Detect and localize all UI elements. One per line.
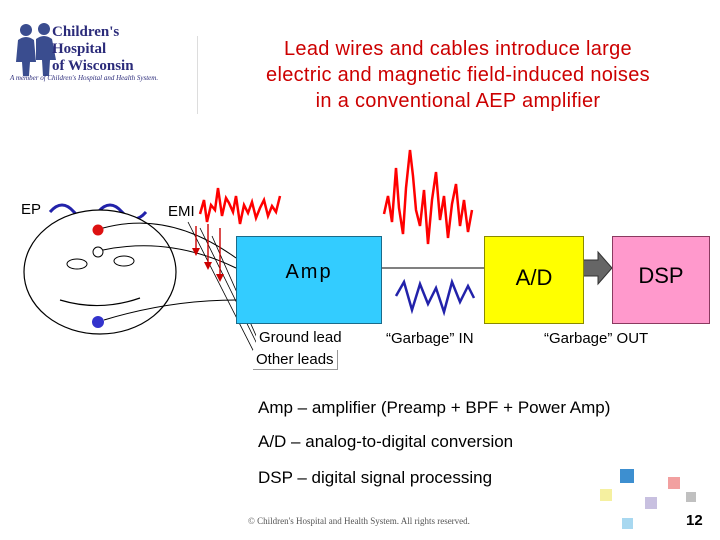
- page-number: 12: [686, 512, 703, 529]
- ad-to-dsp-arrow: [582, 250, 613, 286]
- amp-block: Amp: [236, 236, 382, 324]
- logo-tagline: A member of Children's Hospital and Heal…: [10, 74, 159, 82]
- dsp-block: DSP: [612, 236, 710, 324]
- title-line-1: Lead wires and cables introduce large: [284, 38, 632, 60]
- children-silhouette-icon: [16, 23, 56, 76]
- logo-name-line2: of Wisconsin: [52, 58, 134, 74]
- legend-ad: A/D – analog-to-digital conversion: [258, 432, 514, 451]
- ep-label: EP: [18, 200, 45, 219]
- dsp-label: DSP: [638, 263, 684, 288]
- ground-lead-label: Ground lead: [256, 328, 345, 347]
- garbage-in-wave: [394, 278, 476, 317]
- logo-name: Children's Hospital of Wisconsin: [52, 24, 168, 75]
- head-outline: [23, 209, 177, 335]
- electrode-blue-icon: [92, 316, 104, 328]
- copyright-footer: © Children's Hospital and Health System.…: [248, 516, 470, 526]
- electrode-red-icon: [92, 224, 104, 236]
- amplified-noise-wave: [382, 149, 474, 245]
- title-box: [198, 36, 718, 114]
- slide-title: Lead wires and cables introduce large el…: [198, 36, 718, 114]
- logo-name-line1: Children's Hospital: [52, 24, 120, 57]
- garbage-in-label: “Garbage” IN: [384, 330, 476, 347]
- hospital-logo: Children's Hospital of Wisconsin A membe…: [8, 20, 168, 90]
- electrode-ground-icon: [92, 246, 104, 258]
- emi-wave: [198, 187, 282, 225]
- ad-label: A/D: [515, 265, 553, 290]
- other-leads-label: Other leads: [253, 350, 338, 370]
- title-line-3: in a conventional AEP amplifier: [315, 90, 601, 112]
- garbage-out-label: “Garbage” OUT: [542, 330, 651, 347]
- title-line-2: electric and magnetic field-induced nois…: [266, 64, 650, 86]
- legend-amp: Amp – amplifier (Preamp + BPF + Power Am…: [258, 398, 611, 417]
- amp-label: Amp: [285, 261, 333, 283]
- legend-dsp: DSP – digital signal processing: [258, 468, 493, 487]
- emi-label: EMI: [166, 202, 197, 221]
- ad-block: A/D: [484, 236, 584, 324]
